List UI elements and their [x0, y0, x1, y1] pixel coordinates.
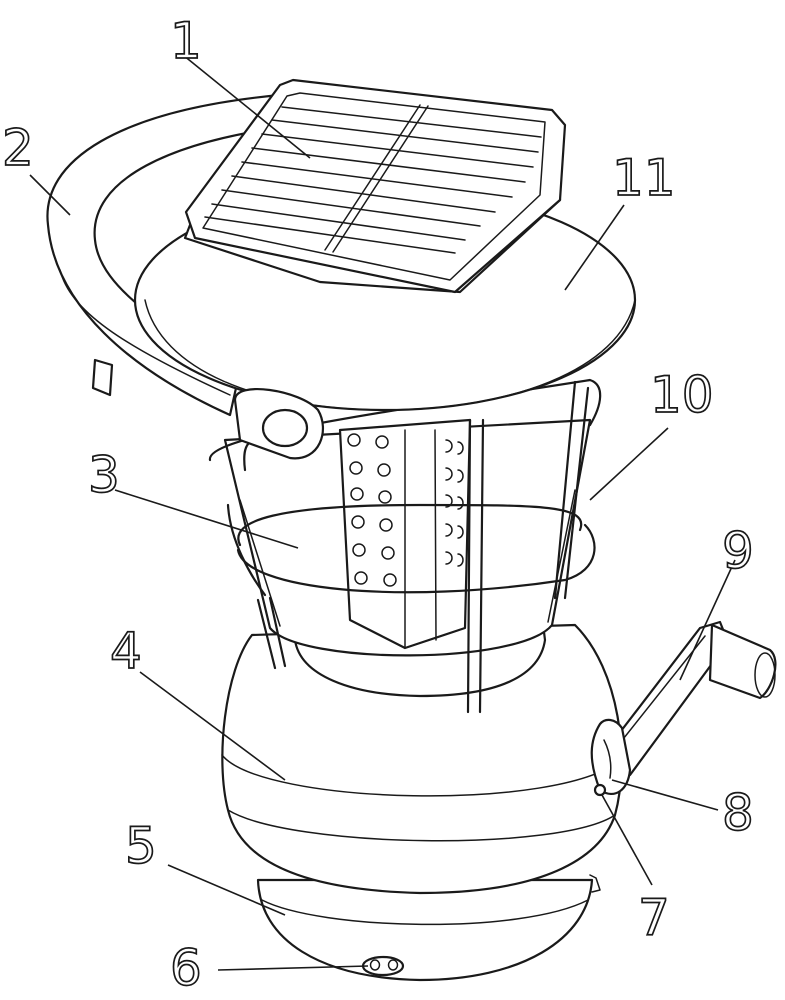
carry-handle: [46, 93, 302, 417]
lantern-base: [256, 874, 601, 982]
crank-pin: [593, 783, 607, 797]
solar-panel: [184, 78, 567, 294]
callout-numbers: 1 2 3 4 5 6 7 8 9 10 11: [1, 11, 755, 998]
callout-2: 2: [2, 119, 34, 177]
callout-6: 6: [170, 939, 202, 997]
hand-crank: [590, 620, 777, 797]
protective-cage: [208, 378, 602, 714]
leader-lines: [29, 54, 736, 971]
handle-pivot: [233, 388, 325, 460]
callout-10: 10: [650, 366, 714, 424]
led-holes: [347, 433, 464, 587]
callout-3: 3: [88, 446, 120, 504]
callout-4: 4: [110, 622, 142, 680]
callout-11: 11: [612, 149, 676, 207]
callout-7: 7: [638, 889, 670, 947]
callout-5: 5: [125, 817, 157, 875]
callout-8: 8: [722, 784, 754, 842]
callout-9: 9: [722, 522, 754, 580]
switch-buttons: [361, 955, 405, 977]
callout-1: 1: [170, 12, 202, 70]
